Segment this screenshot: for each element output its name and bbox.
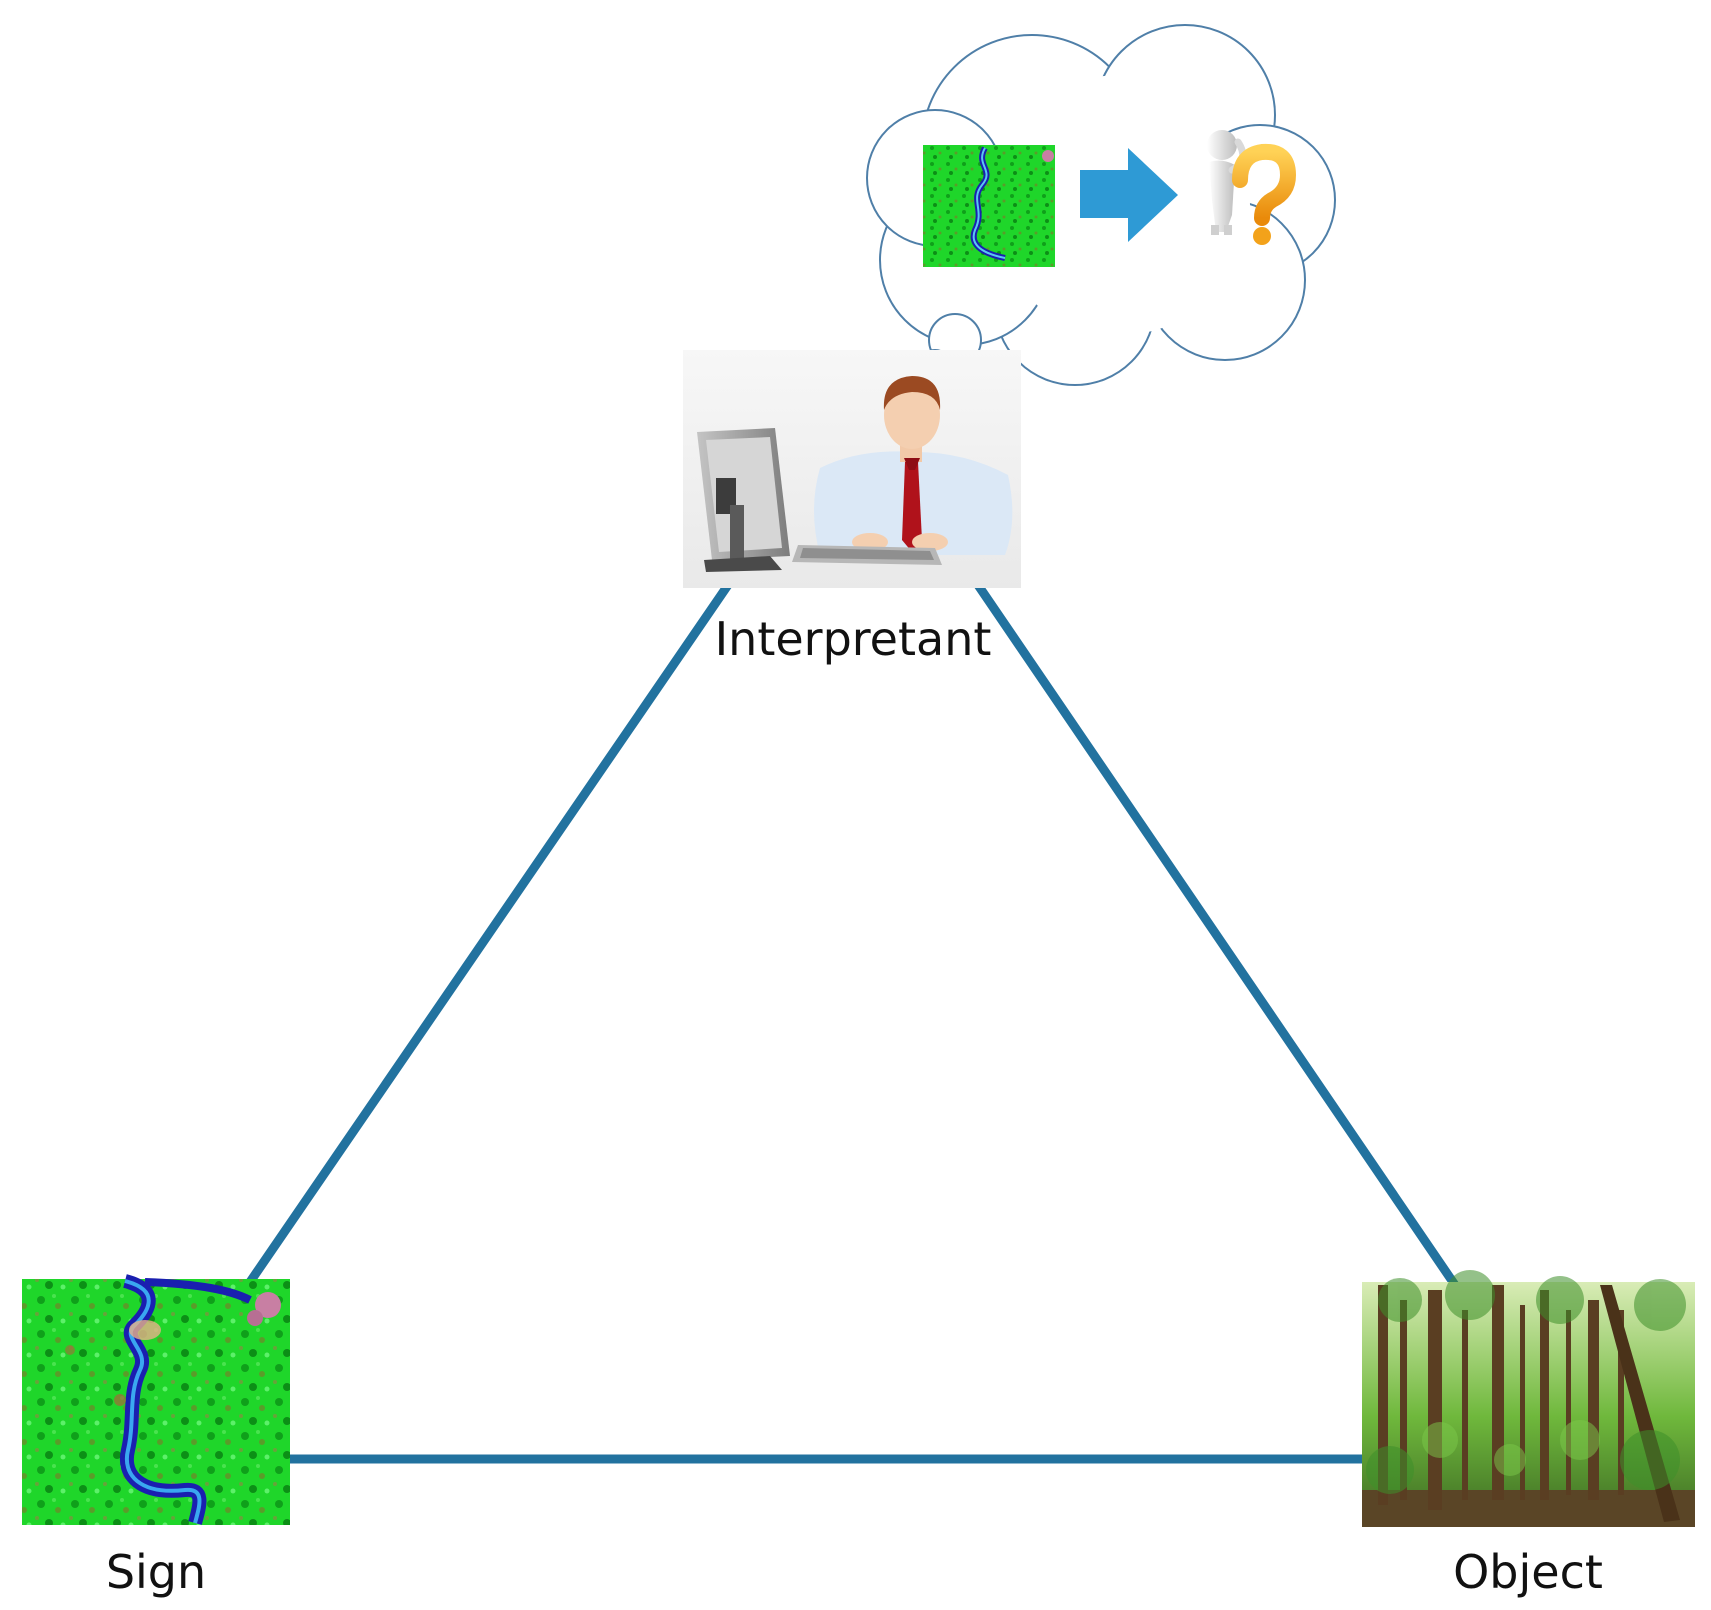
monitor-icon [697,428,790,572]
satellite-image-thumbnail [923,145,1055,267]
edge-interpretant-object [973,580,1462,1293]
object-forest-photo [1362,1270,1695,1527]
interpretant-label: Interpretant [715,612,992,666]
arrow-right-icon [1080,148,1178,242]
office-worker-figure [814,376,1013,555]
interpretant-illustration [683,350,1021,588]
sign-satellite-image [22,1274,290,1525]
triangle-edges [245,580,1462,1464]
confused-figure-question-mark-icon [1207,130,1297,245]
thought-bubble [866,24,1336,390]
object-label: Object [1453,1545,1603,1599]
sign-label: Sign [106,1545,206,1599]
edge-sign-interpretant [245,580,733,1287]
keyboard-icon [792,545,942,565]
